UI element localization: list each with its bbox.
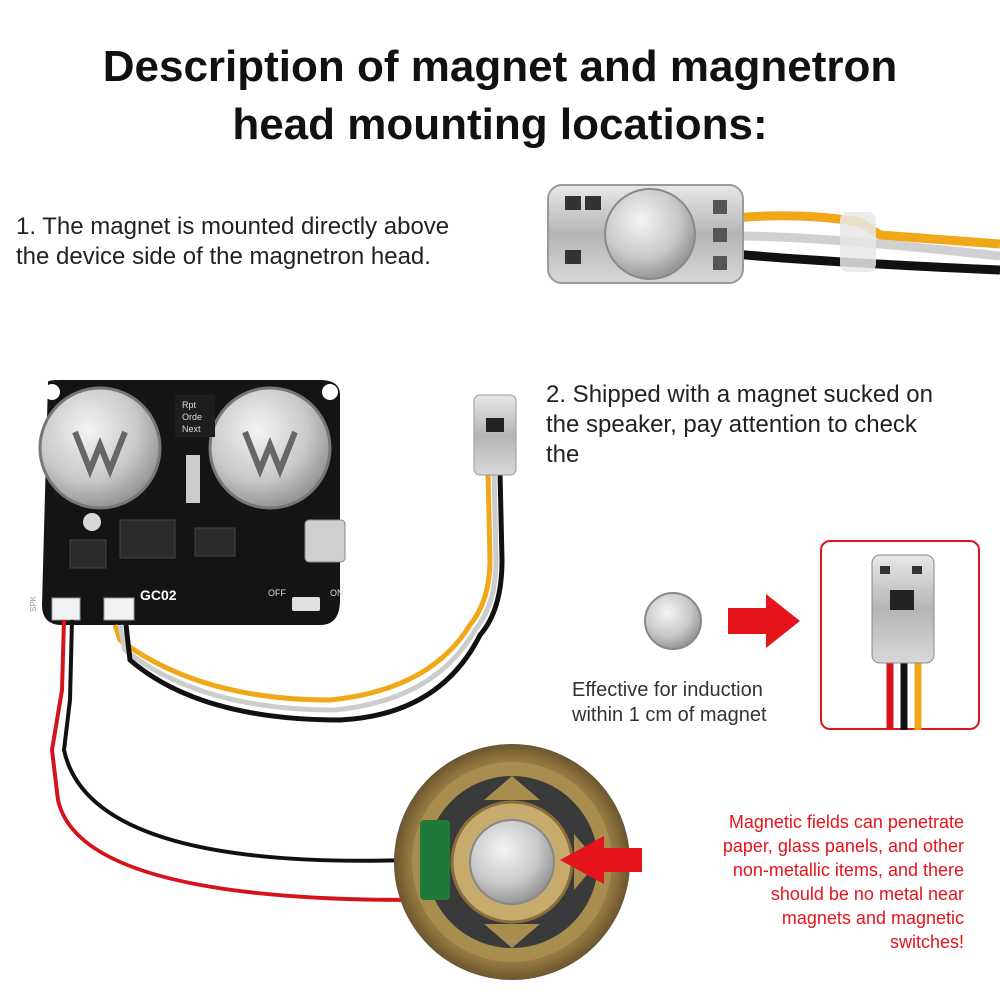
loose-magnet — [644, 592, 702, 650]
note1-line-1: 1. The magnet is mounted directly above — [16, 213, 450, 240]
warning-line-5: magnets and magnetic — [781, 908, 964, 928]
magnet-top — [604, 188, 696, 280]
switch-on-label: ON — [330, 588, 344, 598]
note2-line-1: 2. Shipped with a magnet sucked on — [546, 381, 933, 408]
title-line-1: Description of magnet and magnetron — [102, 42, 898, 91]
board-label-rpt: Rpt — [182, 400, 197, 410]
warning-line-4: should be no metal near — [770, 884, 964, 904]
speaker — [394, 744, 630, 980]
note-magnet-mounting: 1. The magnet is mounted directly above … — [16, 212, 536, 272]
spk-label: SPK — [29, 595, 38, 612]
board-label-next: Next — [182, 424, 201, 434]
page-title: Description of magnet and magnetron head… — [0, 38, 1000, 154]
switch-off-label: OFF — [268, 588, 286, 598]
note1-line-2: the device side of the magnetron head. — [16, 243, 431, 270]
magnetron-head-board — [112, 394, 517, 723]
note2-line-3: the — [546, 441, 580, 468]
board-model-label: GC02 — [140, 587, 177, 603]
title-line-2: head mounting locations: — [232, 100, 768, 149]
board-label-orde: Orde — [182, 412, 202, 422]
speaker-wire-red — [49, 619, 411, 902]
warning-line-6: switches! — [889, 932, 964, 952]
effective-range-note: Effective for induction within 1 cm of m… — [572, 678, 822, 728]
effective-line-1: Effective for induction — [572, 679, 763, 701]
sensor-zoom-frame — [820, 540, 980, 730]
note2-line-2: the speaker, pay attention to check — [546, 411, 917, 438]
warning-line-2: paper, glass panels, and other — [722, 836, 964, 856]
warning-line-1: Magnetic fields can penetrate — [728, 812, 964, 832]
speaker-wire-black — [61, 619, 411, 863]
warning-note: Magnetic fields can penetrate paper, gla… — [640, 810, 964, 954]
note-shipping: 2. Shipped with a magnet sucked on the s… — [546, 380, 996, 470]
magnetron-head-top — [547, 184, 1000, 284]
control-board: Rpt Orde Next GC02 OFF ON SPK — [29, 380, 346, 625]
arrow-to-sensor — [728, 594, 800, 648]
magnet-on-speaker — [469, 819, 555, 905]
arrow-to-magnet — [560, 836, 642, 884]
effective-line-2: within 1 cm of magnet — [572, 704, 767, 726]
sensor-zoom — [871, 554, 935, 730]
warning-line-3: non-metallic items, and there — [732, 860, 964, 880]
